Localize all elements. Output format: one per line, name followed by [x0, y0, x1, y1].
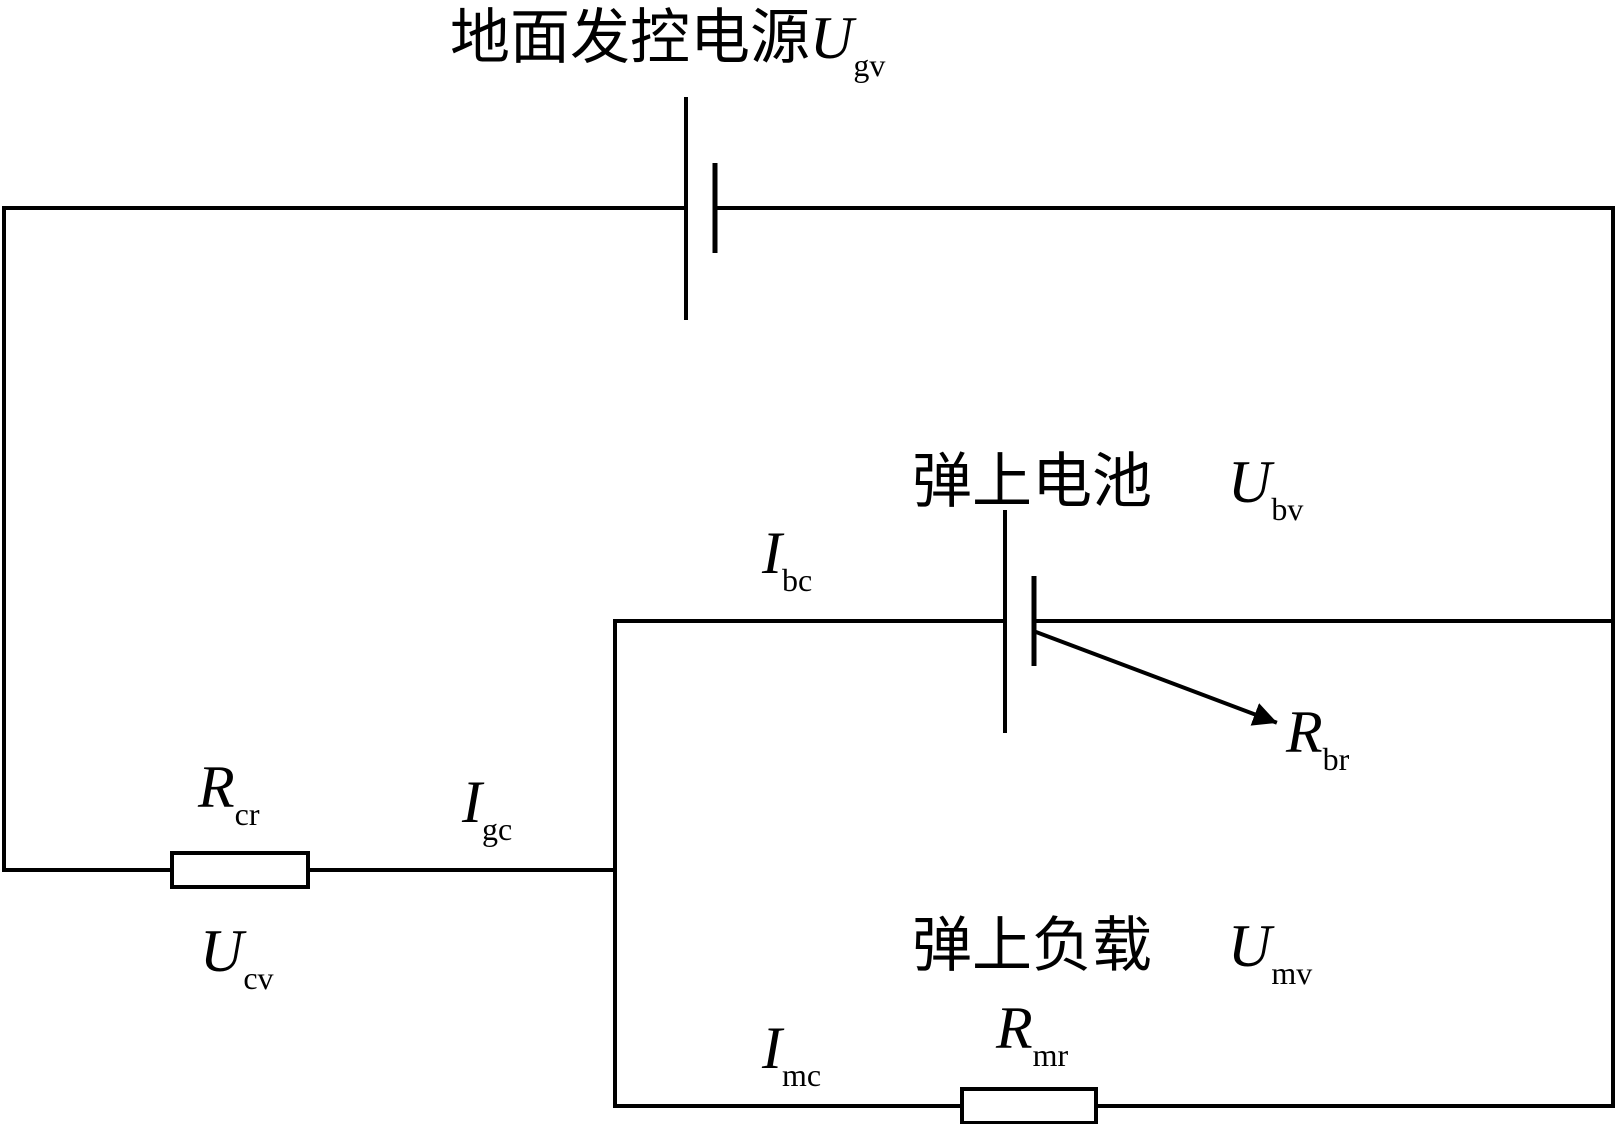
onboard-battery-symbol: [1003, 510, 1037, 733]
ground-source-text: 地面发控电源: [450, 3, 810, 73]
i-gc-subscript: gc: [482, 811, 512, 847]
i-bc-subscript: bc: [782, 562, 812, 598]
load-voltage-subscript: mv: [1271, 955, 1312, 991]
i-bc-label: Ibc: [761, 520, 812, 598]
ground-source-label: 地面发控电源Ugv: [450, 3, 885, 83]
r-br-symbol: R: [1285, 699, 1323, 765]
load-voltage-label: Umv: [1228, 913, 1312, 991]
inner-loop-wires: [613, 619, 1615, 1108]
u-cv-label: Ucv: [200, 918, 274, 996]
battery-voltage-label: Ubv: [1228, 449, 1303, 527]
battery-text: 弹上电池: [912, 447, 1152, 517]
load-text: 弹上负载: [912, 911, 1152, 981]
battery-voltage-symbol: U: [1228, 449, 1275, 515]
r-cr-label: Rcr: [197, 754, 260, 832]
i-mc-label: Imc: [761, 1015, 821, 1093]
outer-loop-wires: [2, 206, 1615, 1108]
ground-source-symbol: U: [810, 5, 857, 71]
r-br-subscript: br: [1323, 741, 1350, 777]
battery-voltage-subscript: bv: [1271, 491, 1303, 527]
load-label: 弹上负载: [912, 911, 1152, 981]
load-resistor: [960, 1087, 1098, 1124]
r-br-label: Rbr: [1285, 699, 1350, 777]
i-mc-subscript: mc: [782, 1057, 821, 1093]
ground-source-battery-symbol: [684, 97, 718, 320]
i-mc-symbol: I: [761, 1015, 785, 1081]
i-gc-label: Igc: [461, 769, 512, 847]
ground-source-subscript: gv: [853, 47, 885, 83]
r-cr-subscript: cr: [235, 796, 260, 832]
internal-resistance-arrow: [1033, 629, 1278, 726]
r-mr-subscript: mr: [1033, 1037, 1069, 1073]
r-cr-symbol: R: [197, 754, 235, 820]
r-mr-label: Rmr: [995, 995, 1069, 1073]
u-cv-symbol: U: [200, 918, 247, 984]
load-voltage-symbol: U: [1228, 913, 1275, 979]
i-bc-symbol: I: [761, 520, 785, 586]
cable-resistor: [170, 851, 310, 889]
i-gc-symbol: I: [461, 769, 485, 835]
r-mr-symbol: R: [995, 995, 1033, 1061]
u-cv-subscript: cv: [243, 960, 273, 996]
battery-label: 弹上电池: [912, 447, 1152, 517]
